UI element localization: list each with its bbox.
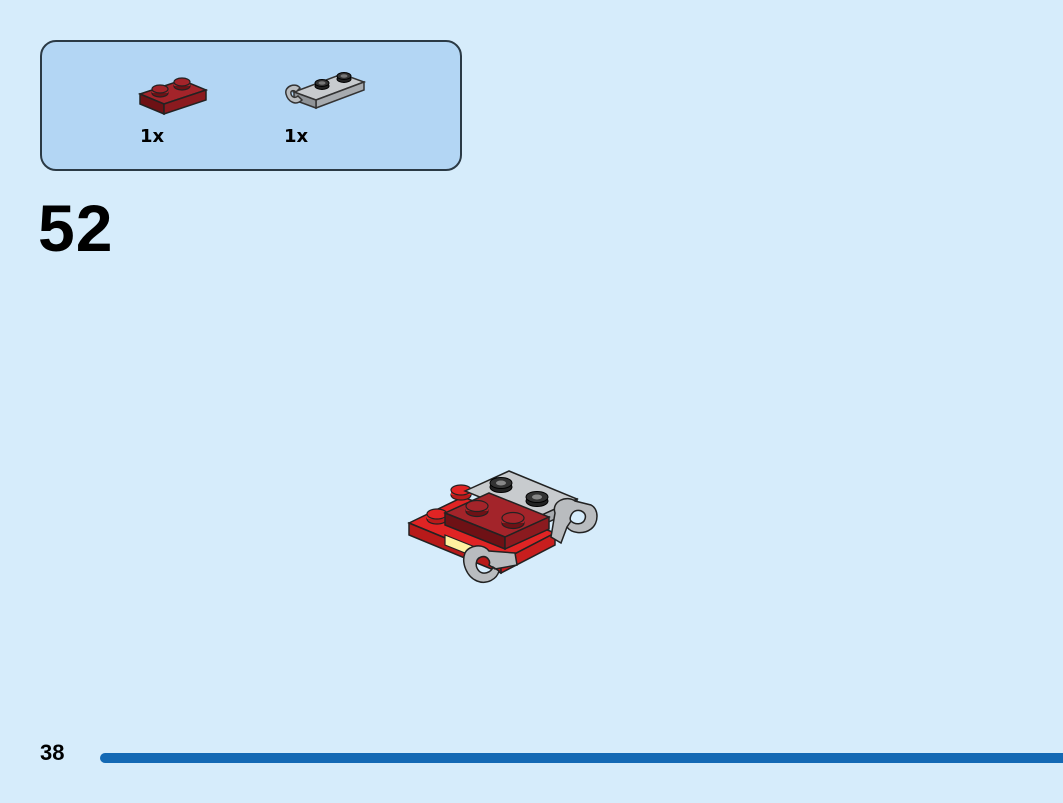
assembly-illustration <box>405 465 605 604</box>
dark-red-plate-1x2-icon <box>138 76 208 118</box>
grey-plate-1x2-with-clips-icon <box>282 68 372 114</box>
step-number: 52 <box>38 191 114 265</box>
progress-bar <box>100 753 1063 763</box>
page-number: 38 <box>40 740 65 765</box>
part-quantity: 1x <box>284 126 309 147</box>
part-quantity: 1x <box>140 126 165 147</box>
parts-list-box: 1x 1x <box>40 40 462 171</box>
